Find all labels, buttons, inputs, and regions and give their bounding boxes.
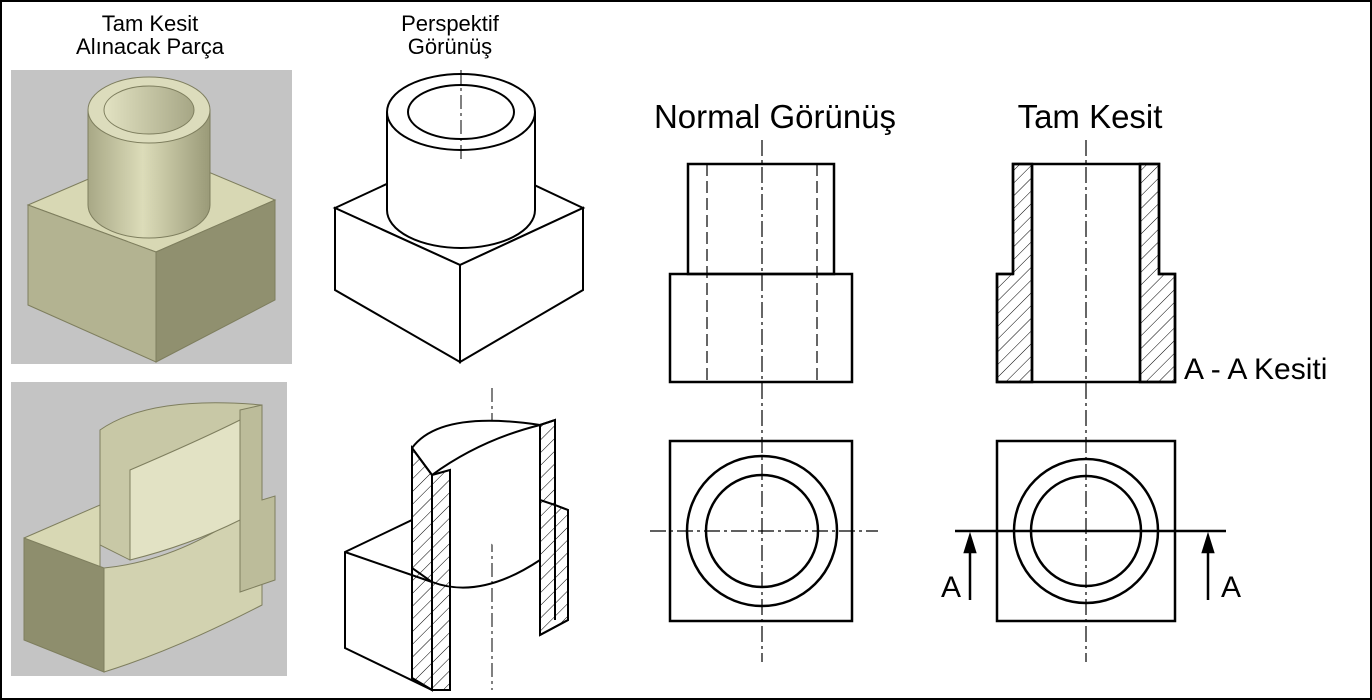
shaded-render-full-part	[11, 70, 292, 364]
block-right-face	[155, 199, 276, 363]
normal-front-lower	[668, 272, 854, 384]
perspective-title: Perspektif Görünüş	[370, 12, 530, 58]
perspective-title-line2: Görünüş	[407, 34, 493, 60]
full-section-title: Tam Kesit	[1017, 98, 1163, 135]
section-arrow-label-right: A	[1220, 571, 1241, 604]
perspective-title-line1: Perspektif	[401, 11, 499, 36]
persp-hatch-left-wall	[411, 444, 433, 692]
section-arrow-label-left: A	[940, 571, 961, 604]
persp-top-inner-arc	[431, 424, 541, 476]
piece-title: Tam Kesit Alınacak Parça	[40, 12, 260, 58]
cut-section-face-right	[239, 404, 276, 593]
section-arrow-right-head	[1201, 531, 1215, 554]
normal-view-drawing	[650, 140, 878, 662]
section-arrow-left-head	[963, 531, 977, 554]
persp-block-right	[459, 206, 584, 364]
persp-hatch-right-outline	[539, 418, 569, 637]
perspective-sectioned-part	[344, 388, 569, 692]
section-view-drawing	[955, 140, 1226, 662]
shaded-render-sectioned-part	[11, 382, 287, 676]
perspective-full-part	[332, 70, 586, 364]
cylinder-bore	[103, 85, 195, 135]
persp-hatch-left-inner	[431, 468, 451, 691]
piece-title-line2: Alınacak Parça	[76, 34, 224, 60]
cylinder-outer-wall	[87, 109, 211, 239]
cut-bore-surface	[103, 498, 263, 673]
normal-view-title: Normal Görünüş	[653, 98, 897, 135]
section-outline	[995, 162, 1177, 384]
normal-front-upper	[686, 162, 836, 276]
section-caption: A - A Kesiti	[1184, 353, 1328, 386]
piece-title-line1: Tam Kesit	[101, 11, 199, 36]
